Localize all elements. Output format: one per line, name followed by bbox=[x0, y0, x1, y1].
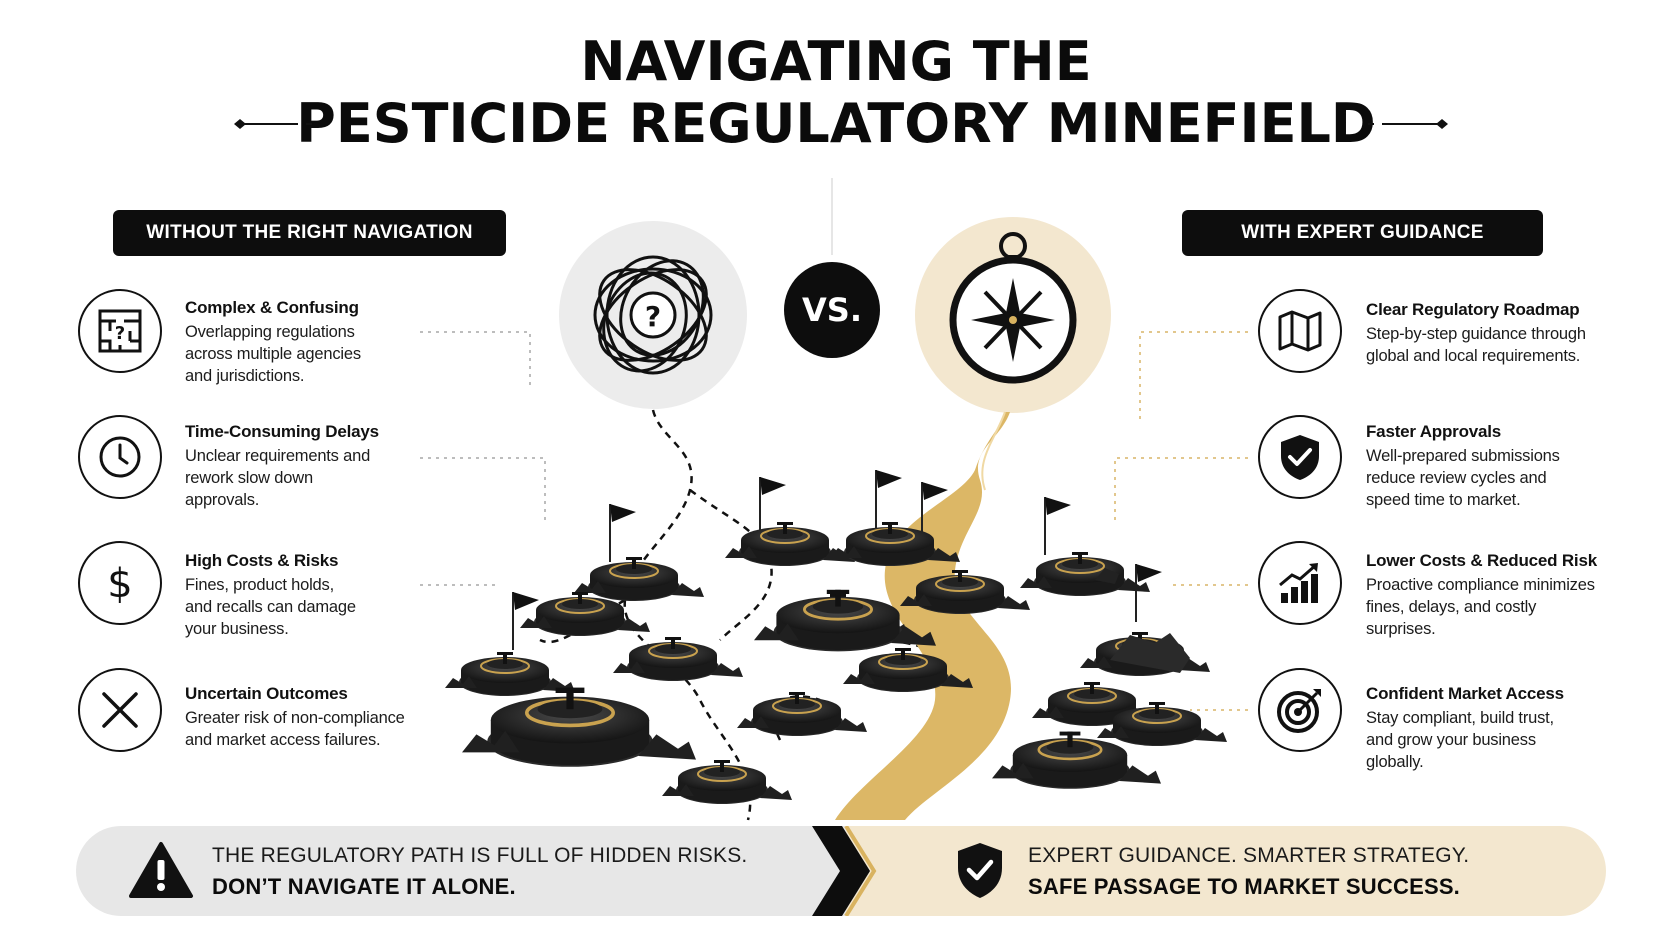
target-icon bbox=[1258, 668, 1342, 752]
left-item-delays: Time-Consuming Delays Unclear requiremen… bbox=[185, 422, 445, 511]
shield-check-icon bbox=[958, 843, 1002, 898]
item-desc-line: fines, delays, and costly bbox=[1366, 598, 1537, 616]
shield-check-icon bbox=[1258, 415, 1342, 499]
expert-guidance-header: WITH EXPERT GUIDANCE bbox=[1182, 210, 1543, 256]
title-line-1: NAVIGATING THE bbox=[580, 30, 1092, 93]
right-item-market-access: Confident Market Access Stay compliant, … bbox=[1366, 684, 1626, 773]
item-desc-line: approvals. bbox=[185, 491, 260, 509]
title-left-ornament bbox=[234, 119, 312, 129]
left-item-costs: High Costs & Risks Fines, product holds,… bbox=[185, 551, 445, 640]
right-item-roadmap: Clear Regulatory Roadmap Step-by-step gu… bbox=[1366, 300, 1626, 367]
item-desc-line: global and local requirements. bbox=[1366, 347, 1581, 365]
left-item-uncertain: Uncertain Outcomes Greater risk of non-c… bbox=[185, 684, 485, 751]
item-desc-line: Fines, product holds, bbox=[185, 576, 334, 594]
chevron-divider bbox=[812, 826, 877, 916]
svg-text:?: ? bbox=[645, 300, 661, 333]
item-desc-line: and grow your business bbox=[1366, 731, 1536, 749]
warning-icon bbox=[129, 842, 193, 898]
success-banner-line-1: EXPERT GUIDANCE. SMARTER STRATEGY. bbox=[1028, 844, 1470, 867]
item-desc-line: Overlapping regulations bbox=[185, 323, 355, 341]
risk-banner-line-1: THE REGULATORY PATH IS FULL OF HIDDEN RI… bbox=[212, 844, 748, 867]
item-desc-line: and market access failures. bbox=[185, 731, 381, 749]
right-item-approvals: Faster Approvals Well-prepared submissio… bbox=[1366, 422, 1626, 511]
map-icon bbox=[1258, 289, 1342, 373]
item-desc-line: and recalls can damage bbox=[185, 598, 356, 616]
maze-question-icon: ? bbox=[78, 289, 162, 373]
item-desc-line: Unclear requirements and bbox=[185, 447, 371, 465]
item-desc-line: across multiple agencies bbox=[185, 345, 361, 363]
risk-banner: THE REGULATORY PATH IS FULL OF HIDDEN RI… bbox=[76, 826, 856, 916]
risk-banner-line-2: DON’T NAVIGATE IT ALONE. bbox=[212, 874, 516, 899]
title-line-2: PESTICIDE REGULATORY MINEFIELD bbox=[296, 92, 1376, 155]
item-desc-line: reduce review cycles and bbox=[1366, 469, 1547, 487]
item-desc-line: speed time to market. bbox=[1366, 491, 1521, 509]
item-title: Faster Approvals bbox=[1366, 422, 1502, 441]
success-banner-line-2: SAFE PASSAGE TO MARKET SUCCESS. bbox=[1028, 874, 1460, 899]
item-desc-line: your business. bbox=[185, 620, 289, 638]
item-desc-line: and jurisdictions. bbox=[185, 367, 305, 385]
title-right-ornament bbox=[1368, 119, 1448, 129]
item-title: Lower Costs & Reduced Risk bbox=[1366, 551, 1597, 570]
item-desc-line: Proactive compliance minimizes bbox=[1366, 576, 1595, 594]
dollar-icon: $ bbox=[78, 541, 162, 625]
item-title: Clear Regulatory Roadmap bbox=[1366, 300, 1580, 319]
left-item-complex: Complex & Confusing Overlapping regulati… bbox=[185, 298, 445, 387]
item-title: High Costs & Risks bbox=[185, 551, 339, 570]
x-icon bbox=[78, 668, 162, 752]
item-title: Complex & Confusing bbox=[185, 298, 359, 317]
item-title: Time-Consuming Delays bbox=[185, 422, 379, 441]
item-title: Confident Market Access bbox=[1366, 684, 1564, 703]
item-desc-line: Stay compliant, build trust, bbox=[1366, 709, 1554, 727]
item-desc-line: rework slow down bbox=[185, 469, 313, 487]
svg-text:$: $ bbox=[107, 561, 132, 607]
item-title: Uncertain Outcomes bbox=[185, 684, 348, 703]
item-desc-line: globally. bbox=[1366, 753, 1424, 771]
vs-badge: VS. bbox=[784, 262, 880, 358]
risk-banner-text: THE REGULATORY PATH IS FULL OF HIDDEN RI… bbox=[212, 844, 747, 900]
item-desc-line: Greater risk of non-compliance bbox=[185, 709, 405, 727]
success-banner-text: EXPERT GUIDANCE. SMARTER STRATEGY. SAFE … bbox=[1028, 844, 1469, 900]
item-desc-line: Step-by-step guidance through bbox=[1366, 325, 1586, 343]
item-desc-line: Well-prepared submissions bbox=[1366, 447, 1560, 465]
success-banner: EXPERT GUIDANCE. SMARTER STRATEGY. SAFE … bbox=[846, 826, 1606, 916]
svg-text:?: ? bbox=[115, 323, 125, 344]
clock-icon bbox=[78, 415, 162, 499]
right-item-costs: Lower Costs & Reduced Risk Proactive com… bbox=[1366, 551, 1636, 640]
growth-chart-icon bbox=[1258, 541, 1342, 625]
without-navigation-header: WITHOUT THE RIGHT NAVIGATION bbox=[113, 210, 506, 256]
item-desc-line: surprises. bbox=[1366, 620, 1436, 638]
